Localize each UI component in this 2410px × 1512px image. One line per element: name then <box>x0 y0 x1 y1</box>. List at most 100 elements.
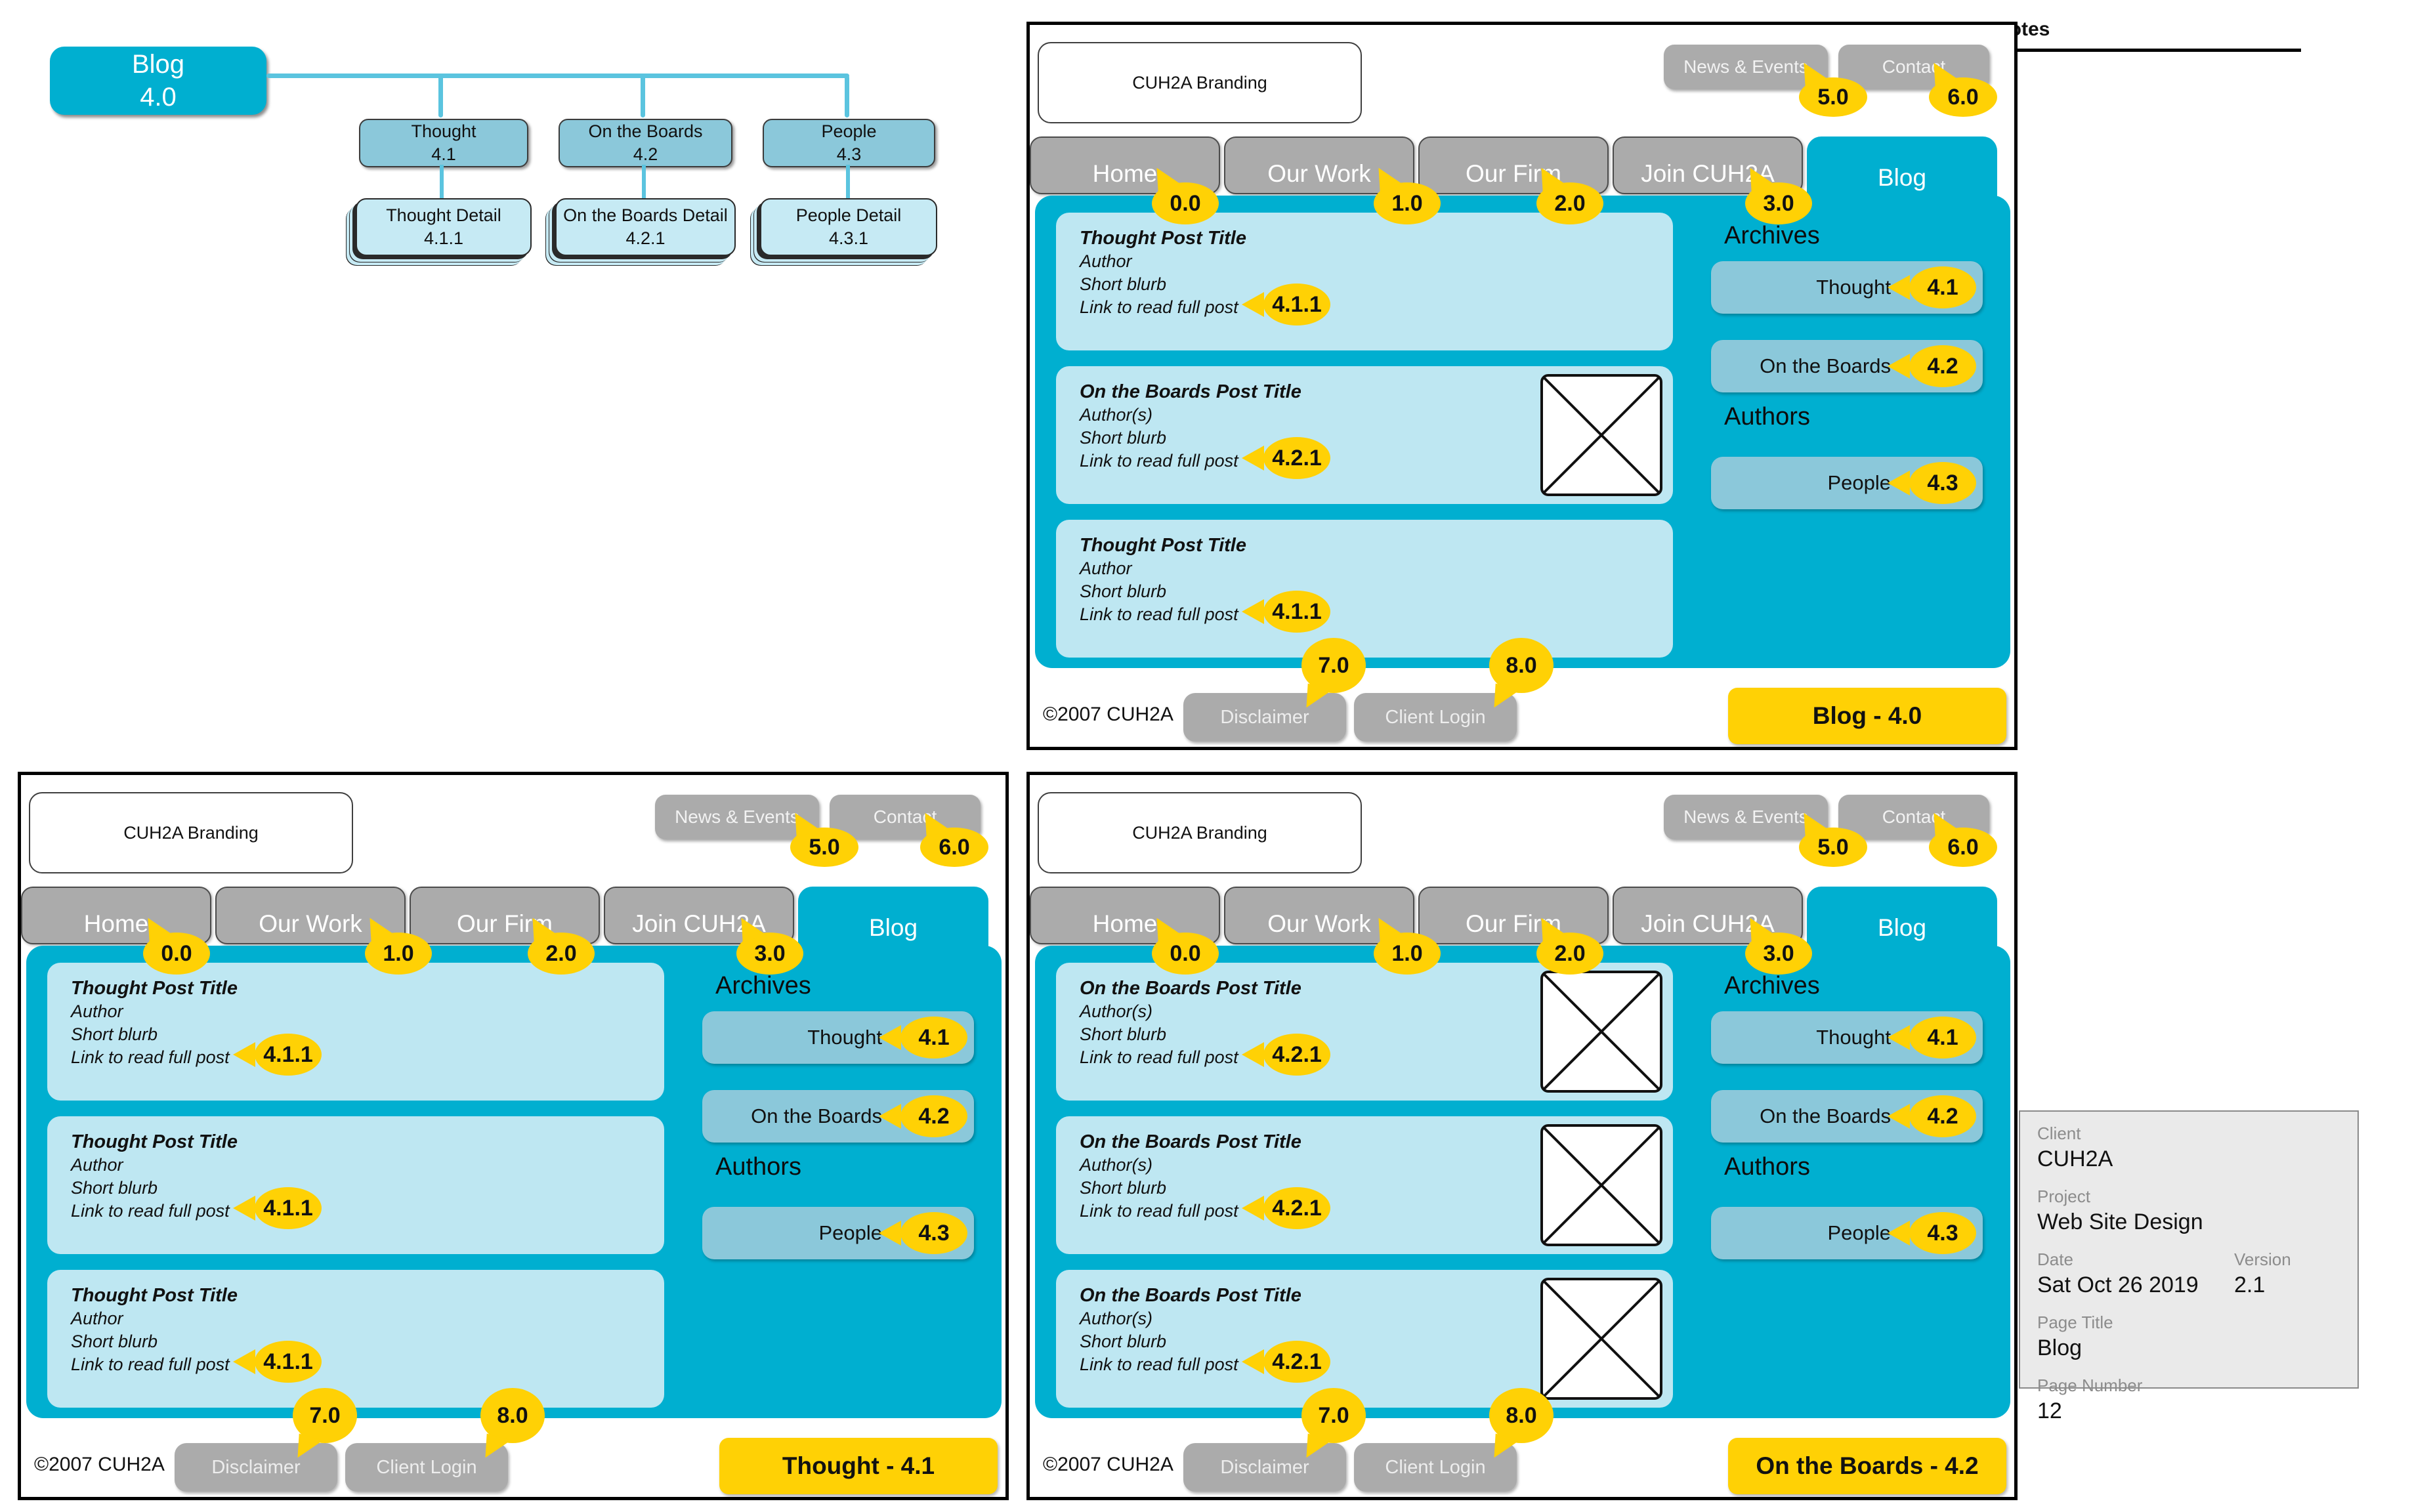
page-title-label: Page Title <box>2037 1312 2113 1332</box>
callout-4.2: 4.2 <box>1909 345 1976 387</box>
sidebar-heading-authors: Authors <box>1724 1153 1810 1181</box>
callout-8.0: 8.0 <box>1489 1388 1554 1443</box>
post-blurb: Short blurb <box>71 1178 158 1198</box>
page-number-label: Page Number <box>2037 1376 2143 1395</box>
tab-blog[interactable]: Blog <box>1807 887 1997 951</box>
utility-button-news-events[interactable]: News & Events <box>655 795 819 839</box>
sitemap-connector <box>642 165 646 198</box>
tab-blog[interactable]: Blog <box>798 887 988 951</box>
callout-3.0: 3.0 <box>1745 182 1812 224</box>
callout-4.2.1: 4.2.1 <box>1263 1034 1330 1076</box>
callout-3.0: 3.0 <box>736 933 803 975</box>
post-read-link[interactable]: Link to read full post <box>1080 1354 1238 1374</box>
callout-1.0: 1.0 <box>365 933 432 975</box>
callout-4.2.1: 4.2.1 <box>1263 437 1330 479</box>
tab-home[interactable]: Home <box>1030 887 1220 944</box>
post-title: Thought Post Title <box>1080 228 1246 249</box>
page-number-value: 12 <box>2037 1398 2062 1423</box>
sitemap-diagram: Blog 4.0 Thought 4.1 Thought Detail 4.1.… <box>0 0 984 289</box>
post-author: Author <box>71 1309 123 1328</box>
callout-0.0: 0.0 <box>143 933 210 975</box>
branding-box: CUH2A Branding <box>1038 792 1362 873</box>
footer-button-client-login[interactable]: Client Login <box>1354 1443 1517 1492</box>
sitemap-connector-horizontal <box>266 74 849 78</box>
callout-2.0: 2.0 <box>528 933 595 975</box>
copyright-text: ©2007 CUH2A <box>1043 1454 1173 1475</box>
sidebar-heading-archives: Archives <box>1724 972 1820 999</box>
callout-4.2.1: 4.2.1 <box>1263 1341 1330 1383</box>
page-label-badge: Blog - 4.0 <box>1728 688 2006 744</box>
sitemap-node-on-the-boards-detail: On the Boards Detail 4.2.1 <box>555 198 736 256</box>
callout-4.2: 4.2 <box>900 1095 967 1137</box>
post-read-link[interactable]: Link to read full post <box>71 1354 230 1374</box>
tab-blog[interactable]: Blog <box>1807 136 1997 201</box>
post-author: Author <box>71 1001 123 1021</box>
post-title: Thought Post Title <box>71 978 238 999</box>
post-blurb: Short blurb <box>1080 1024 1167 1044</box>
sidebar-item-label: Thought <box>1816 276 1891 299</box>
post-read-link[interactable]: Link to read full post <box>1080 1201 1238 1221</box>
title-block: Client CUH2A Project Web Site Design Dat… <box>2019 1110 2359 1423</box>
post-read-link[interactable]: Link to read full post <box>1080 1047 1238 1067</box>
post-title: Thought Post Title <box>1080 535 1246 556</box>
post-author: Author(s) <box>1080 405 1153 425</box>
sidebar-item-on-the-boards[interactable]: On the Boards 4.2 <box>1711 340 1983 392</box>
sitemap-node-thought: Thought 4.1 <box>359 119 528 167</box>
sitemap-connector <box>846 165 850 198</box>
post-blurb: Short blurb <box>71 1332 158 1351</box>
branding-box: CUH2A Branding <box>29 792 353 873</box>
footer-button-client-login[interactable]: Client Login <box>1354 693 1517 742</box>
post-title: Thought Post Title <box>71 1285 238 1306</box>
post-read-link[interactable]: Link to read full post <box>1080 451 1238 471</box>
sidebar-item-label: On the Boards <box>1760 354 1891 377</box>
tab-join-cuh2a[interactable]: Join CUH2A <box>1613 887 1803 944</box>
callout-4.1: 4.1 <box>1909 1017 1976 1059</box>
tab-home[interactable]: Home <box>1030 136 1220 194</box>
tab-join-cuh2a[interactable]: Join CUH2A <box>604 887 794 944</box>
callout-4.1.1: 4.1.1 <box>1263 591 1330 633</box>
post-read-link[interactable]: Link to read full post <box>1080 297 1238 317</box>
post-read-link[interactable]: Link to read full post <box>1080 604 1238 624</box>
sitemap-node-number: 4.0 <box>140 83 177 112</box>
footer-button-client-login[interactable]: Client Login <box>345 1443 508 1492</box>
sitemap-node-number: 4.3.1 <box>828 228 869 248</box>
copyright-text: ©2007 CUH2A <box>34 1454 165 1475</box>
post-read-link[interactable]: Link to read full post <box>71 1201 230 1221</box>
callout-4.3: 4.3 <box>1909 462 1976 504</box>
date-value: Sat Oct 26 2019 <box>2037 1272 2199 1297</box>
sidebar-heading-archives: Archives <box>715 972 811 999</box>
post-read-link[interactable]: Link to read full post <box>71 1047 230 1067</box>
post-blurb: Short blurb <box>1080 1332 1167 1351</box>
footer-button-disclaimer[interactable]: Disclaimer <box>1183 1443 1346 1492</box>
sitemap-node-blog: Blog 4.0 <box>50 47 266 115</box>
post-title: On the Boards Post Title <box>1080 381 1301 402</box>
sitemap-node-label: Blog <box>131 50 185 79</box>
post-blurb: Short blurb <box>1080 581 1167 601</box>
callout-3.0: 3.0 <box>1745 933 1812 975</box>
post-author: Author(s) <box>1080 1001 1153 1021</box>
page-title-value: Blog <box>2037 1335 2082 1360</box>
sitemap-node-label: Thought <box>411 121 476 141</box>
callout-7.0: 7.0 <box>1301 638 1366 693</box>
sidebar-item-label: Thought <box>1816 1026 1891 1049</box>
sitemap-connector <box>641 75 645 117</box>
callout-5.0: 5.0 <box>790 828 858 867</box>
sidebar-heading-archives: Archives <box>1724 222 1820 249</box>
sidebar-item-label: People <box>818 1221 882 1244</box>
callout-6.0: 6.0 <box>1929 828 1997 867</box>
sidebar-item-thought[interactable]: Thought 4.1 <box>1711 1011 1983 1064</box>
